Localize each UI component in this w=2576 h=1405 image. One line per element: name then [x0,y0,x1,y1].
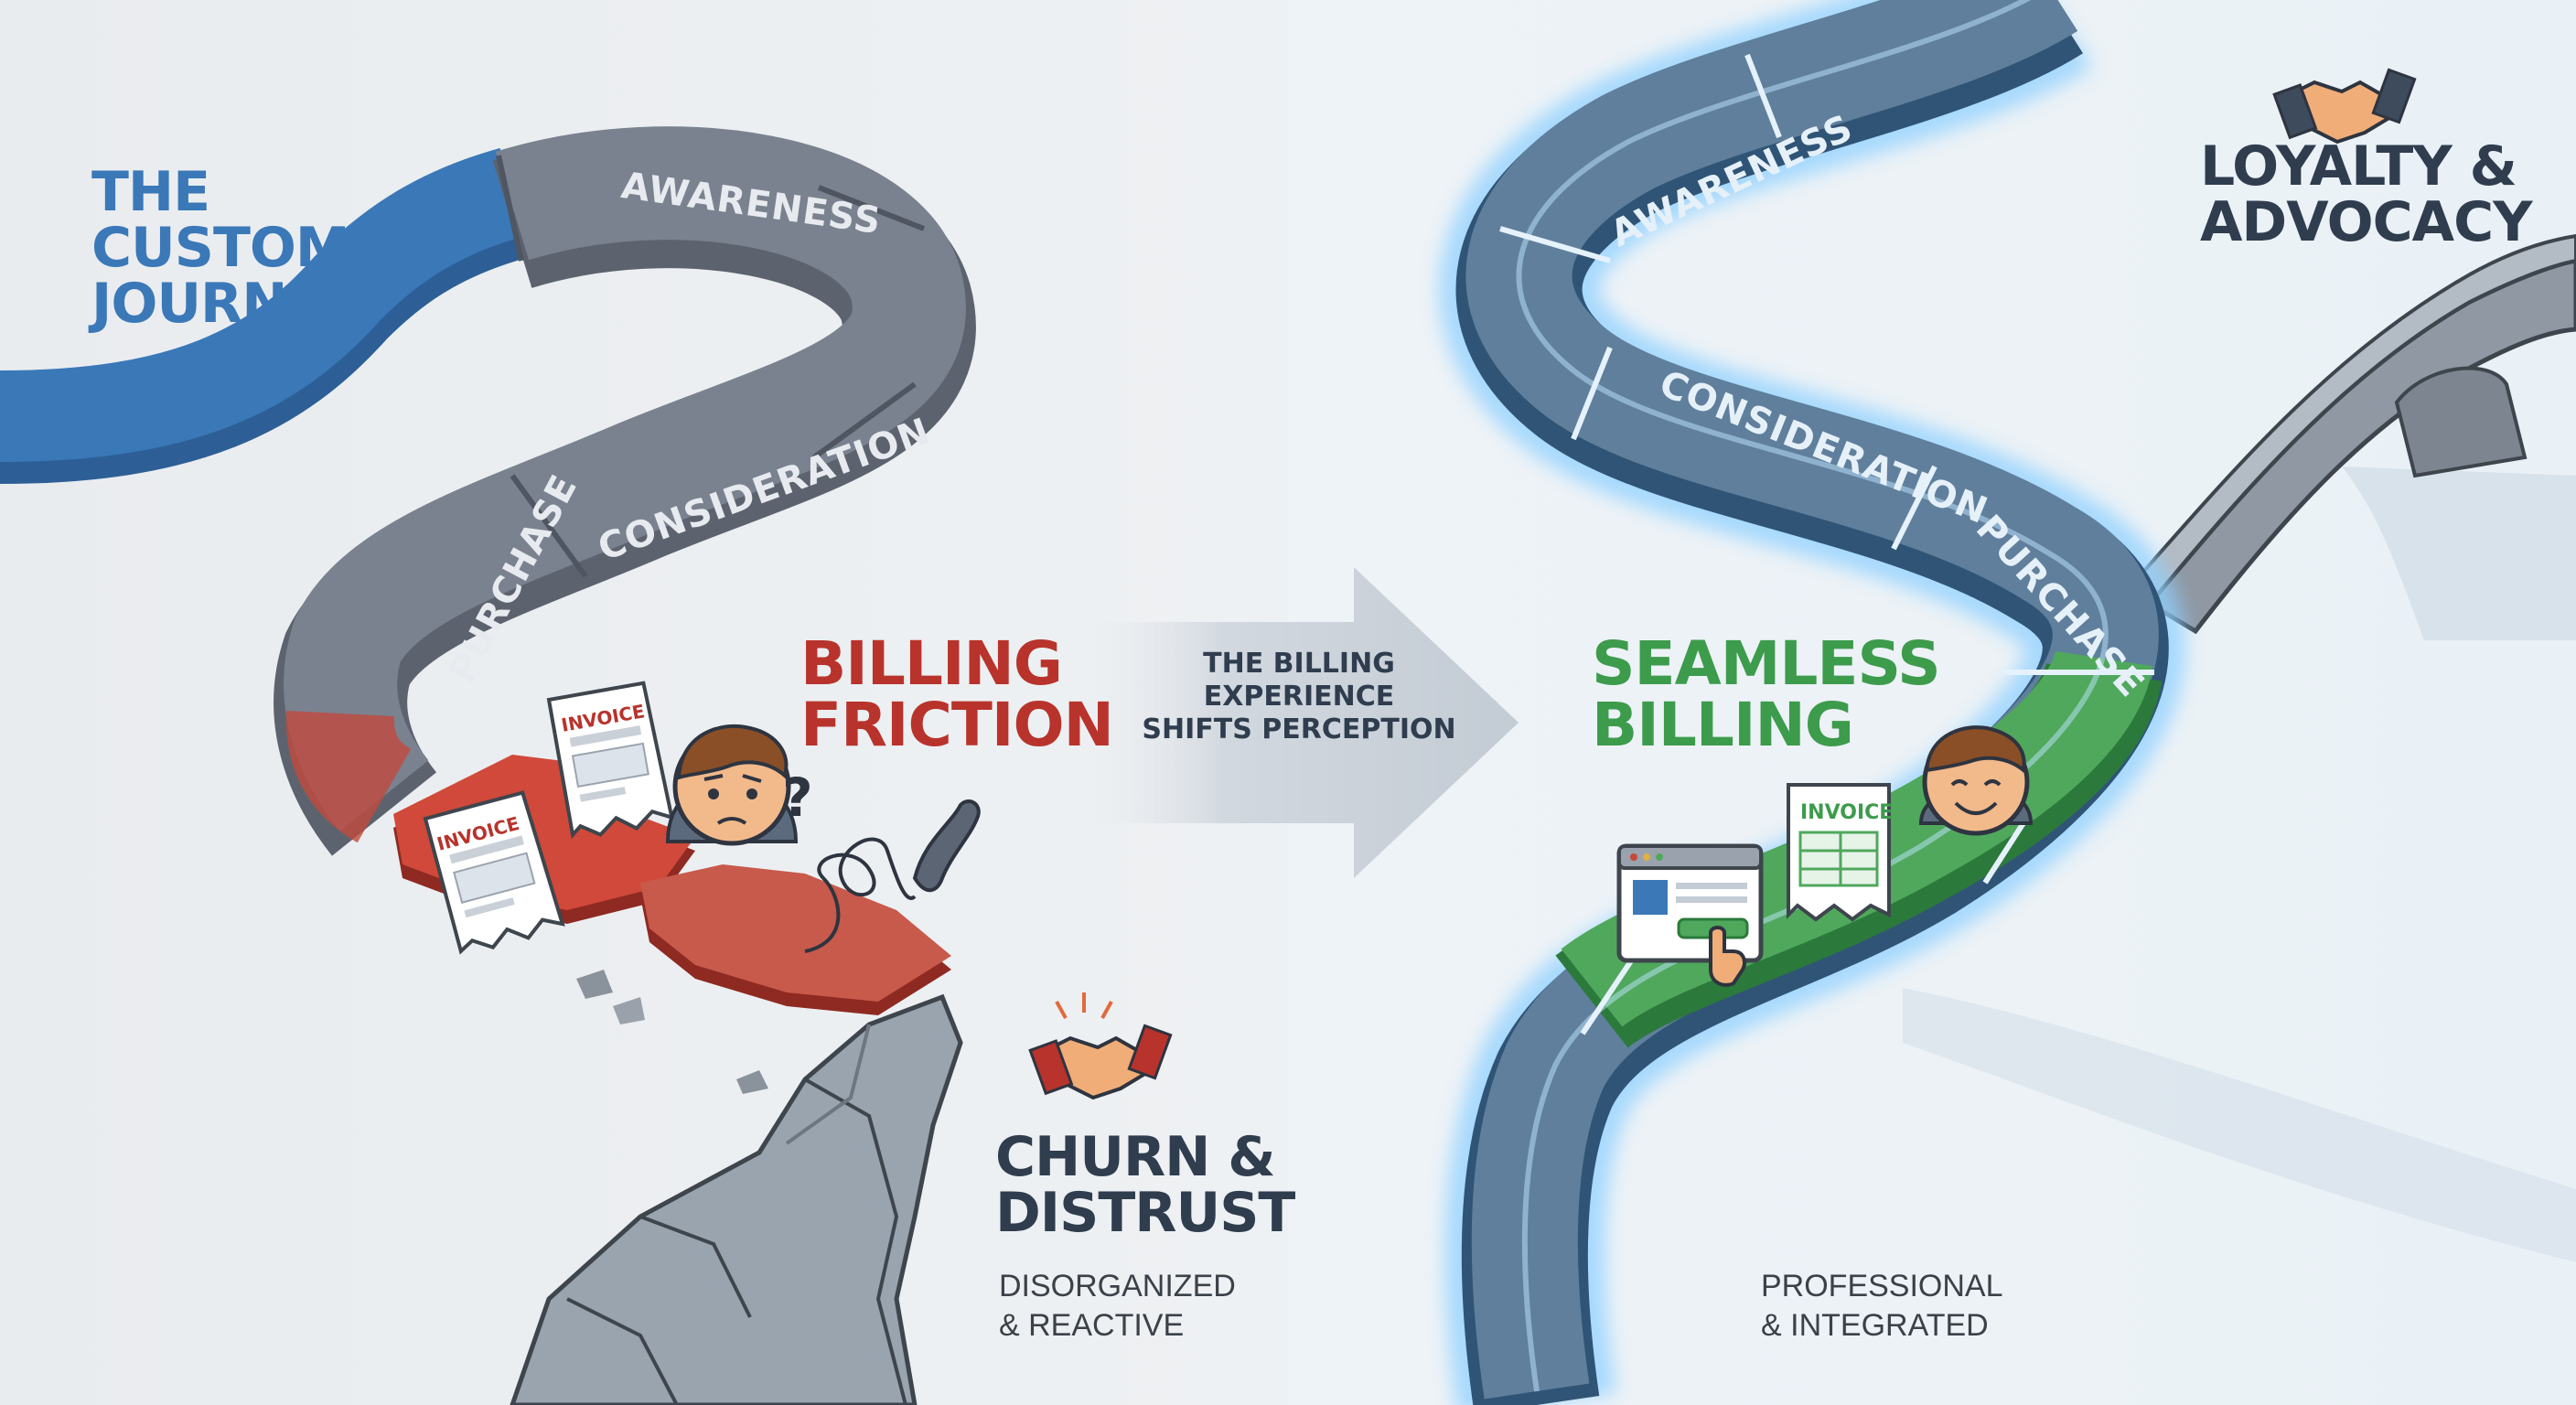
handshake-icon [2272,68,2417,145]
journey-title: THE CUSTOMER JOURNEY [91,160,428,337]
browser-click-icon [1616,843,1764,987]
invoice-icon [1787,783,1891,922]
churn-distrust-heading: CHURN & DISTRUST [995,1125,1295,1246]
invoice-icon [423,681,675,955]
tangled-cord-icon [804,837,917,953]
handshake-icon [1028,992,1173,1100]
seamless-billing-heading: SEAMLESS BILLING [1592,628,1941,761]
cliff-icon [510,993,963,1405]
transition-arrow [1066,567,1519,878]
invoice-label: INVOICE [1800,801,1893,824]
left-journey-path [0,126,976,856]
loyalty-caption: PROFESSIONAL & INTEGRATED [1761,1269,2003,1343]
loyalty-advocacy-heading: LOYALTY & ADVOCACY [2200,134,2533,255]
confused-person-icon [665,724,799,846]
phone-icon [912,799,981,893]
churn-caption: DISORGANIZED & REACTIVE [999,1269,1236,1343]
billing-friction-heading: BILLING FRICTION [800,628,1114,761]
right-journey-path [1439,0,2186,1405]
question-mark: ? [782,767,813,829]
transition-text: THE BILLING EXPERIENCE SHIFTS PERCEPTION [1142,648,1456,745]
right-shadows [1903,467,2576,1262]
happy-person-icon [1918,725,2034,836]
bridge-icon [2129,233,2576,635]
